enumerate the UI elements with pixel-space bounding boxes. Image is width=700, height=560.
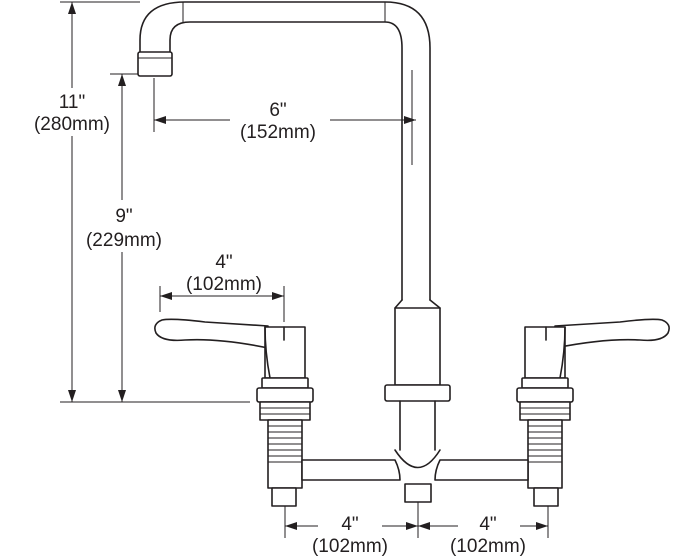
handle-length-metric: (102mm) <box>186 274 262 295</box>
center-to-left-metric: (102mm) <box>312 536 388 557</box>
dim-center-to-right: 4" (102mm) <box>418 506 549 557</box>
center-to-left-imperial: 4" <box>341 514 358 535</box>
spout <box>137 1 451 451</box>
spout-height-metric: (229mm) <box>86 230 162 251</box>
overall-height-imperial: 11" <box>59 92 85 113</box>
right-handle <box>516 318 670 507</box>
center-to-right-metric: (102mm) <box>450 536 526 557</box>
dim-center-to-left: 4" (102mm) <box>284 502 419 557</box>
spout-height-imperial: 9" <box>115 206 132 227</box>
center-to-right-imperial: 4" <box>479 514 496 535</box>
dim-spout-reach: 6" (152mm) <box>153 78 416 143</box>
spout-reach-metric: (152mm) <box>240 122 316 143</box>
connector-manifold <box>301 449 529 503</box>
spout-reach-imperial: 6" <box>269 100 286 121</box>
dim-overall-height: 11" (280mm) <box>34 1 140 402</box>
left-handle <box>154 318 314 507</box>
dim-handle-length: 4" (102mm) <box>159 252 285 322</box>
overall-height-metric: (280mm) <box>34 114 110 135</box>
dim-spout-height: 9" (229mm) <box>86 73 162 402</box>
handle-length-imperial: 4" <box>215 252 232 273</box>
